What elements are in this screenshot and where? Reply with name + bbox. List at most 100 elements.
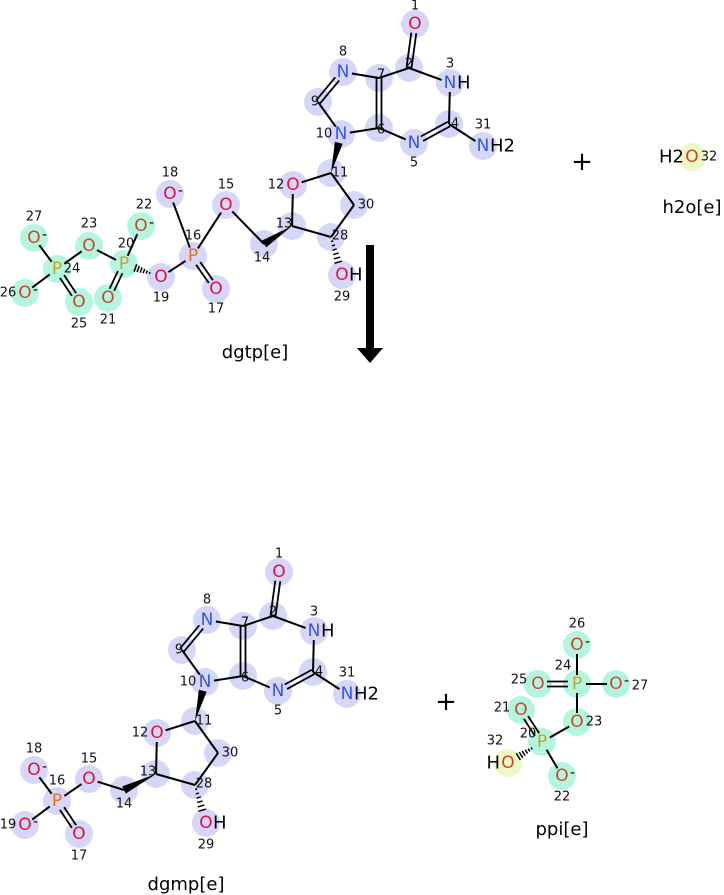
atom-o-17: O17: [71, 824, 88, 864]
bond: [291, 225, 332, 238]
bond: [405, 32, 418, 69]
atom-number: 30: [358, 198, 375, 213]
bond: [291, 193, 294, 227]
bond: [194, 752, 219, 786]
atom-number: 11: [332, 166, 349, 181]
atom-c-2: 2: [269, 605, 277, 620]
atom-number: 1: [275, 547, 283, 562]
atom-highlight: [563, 631, 591, 659]
bond: [167, 260, 187, 273]
bond: [349, 127, 380, 134]
element-symbol: O: [209, 279, 222, 299]
atom-o-22: O-22: [554, 765, 575, 805]
atom-number: 26: [569, 617, 586, 632]
bond: [179, 624, 204, 653]
atom-number: 31: [339, 666, 356, 681]
atom-number: 8: [203, 593, 211, 608]
charge-label: -: [178, 183, 183, 199]
bond: [126, 233, 139, 257]
element-symbol: N: [335, 124, 348, 144]
atom-o-27: O-27: [26, 210, 47, 249]
bond: [269, 580, 282, 617]
element-symbol: O: [150, 723, 163, 743]
atom-number: 2: [269, 605, 277, 620]
atom-o-26: O-26: [0, 282, 38, 303]
bond: [272, 615, 306, 629]
bond: [378, 67, 410, 79]
element-symbol: O: [18, 815, 31, 835]
element-symbol: P: [188, 246, 198, 266]
atom-number: 31: [475, 118, 492, 133]
atom-o-23: O 23: [81, 217, 98, 257]
bond: [351, 72, 380, 79]
element-symbol: O: [514, 700, 527, 720]
bond: [165, 720, 196, 732]
bond: [261, 226, 292, 248]
element-symbol: N: [341, 684, 354, 704]
atom-c-13: 13: [140, 765, 157, 780]
charge-label: -: [42, 759, 47, 775]
bond: [31, 273, 51, 289]
atom-n-5: N5: [408, 133, 421, 171]
atom-c-30: 30: [222, 746, 239, 761]
atom-n-8: N8: [337, 45, 350, 83]
hydrogen-label: H: [486, 753, 500, 774]
atom-highlight: [127, 212, 155, 240]
atom-number: 23: [81, 217, 98, 232]
atom-c-11: 11: [196, 714, 213, 729]
element-symbol: O: [685, 147, 698, 167]
bond: [545, 749, 559, 769]
element-symbol: N: [444, 73, 457, 93]
atom-o-27: O-27: [609, 673, 648, 694]
bond: [375, 78, 383, 128]
hydrogen-label: H: [213, 813, 227, 834]
atom-c-9: 9: [175, 643, 183, 658]
bond: [155, 773, 196, 786]
atom-number: 7: [241, 616, 249, 631]
element-symbol: O: [82, 236, 95, 256]
atom-number: 29: [198, 838, 215, 853]
atom-highlight: [469, 132, 497, 160]
atom-o-22: O-22: [134, 198, 154, 237]
arrow-head-icon: [357, 348, 383, 363]
atom-c-14: 14: [116, 797, 133, 812]
charge-label: -: [33, 814, 38, 830]
atom-number: 14: [116, 797, 133, 812]
atom-o-26: O-26: [569, 617, 590, 656]
molecule-name-dgtp: dgtp[e]: [222, 342, 288, 363]
element-symbol: P: [119, 254, 129, 274]
atom-number: 20: [118, 237, 135, 252]
atom-c-13: 13: [276, 217, 293, 232]
atom-c-6: 6: [377, 123, 385, 138]
element-symbol: O: [335, 265, 348, 285]
atom-o-25: O25: [511, 673, 545, 695]
atom-c-14: 14: [254, 251, 271, 266]
atom-number: 4: [315, 665, 323, 680]
atom-number: 22: [554, 790, 571, 805]
atom-number: 1: [411, 0, 419, 14]
hydrogen-label: H2: [659, 147, 684, 168]
bond: [97, 780, 125, 791]
hydrogen-label: H: [457, 73, 471, 94]
element-symbol: O: [272, 562, 285, 582]
atom-o-12: O12: [268, 175, 300, 195]
atom-number: 13: [276, 217, 293, 232]
bond: [195, 689, 207, 721]
bond: [312, 639, 315, 673]
atom-number: 18: [26, 742, 43, 757]
charge-label: -: [624, 673, 629, 689]
atom-highlight: [300, 617, 328, 645]
atom-number: 12: [268, 178, 285, 193]
atom-c-2: 2: [405, 57, 413, 72]
element-symbol: O: [219, 195, 232, 215]
atom-number: 21: [494, 701, 511, 716]
atom-highlight: [20, 756, 48, 784]
bond: [448, 123, 476, 142]
element-symbol: O: [501, 753, 514, 773]
hydrogen-label: H: [321, 621, 335, 642]
atom-n-10: N10: [316, 124, 348, 144]
atom-p-24: P24: [555, 659, 582, 695]
